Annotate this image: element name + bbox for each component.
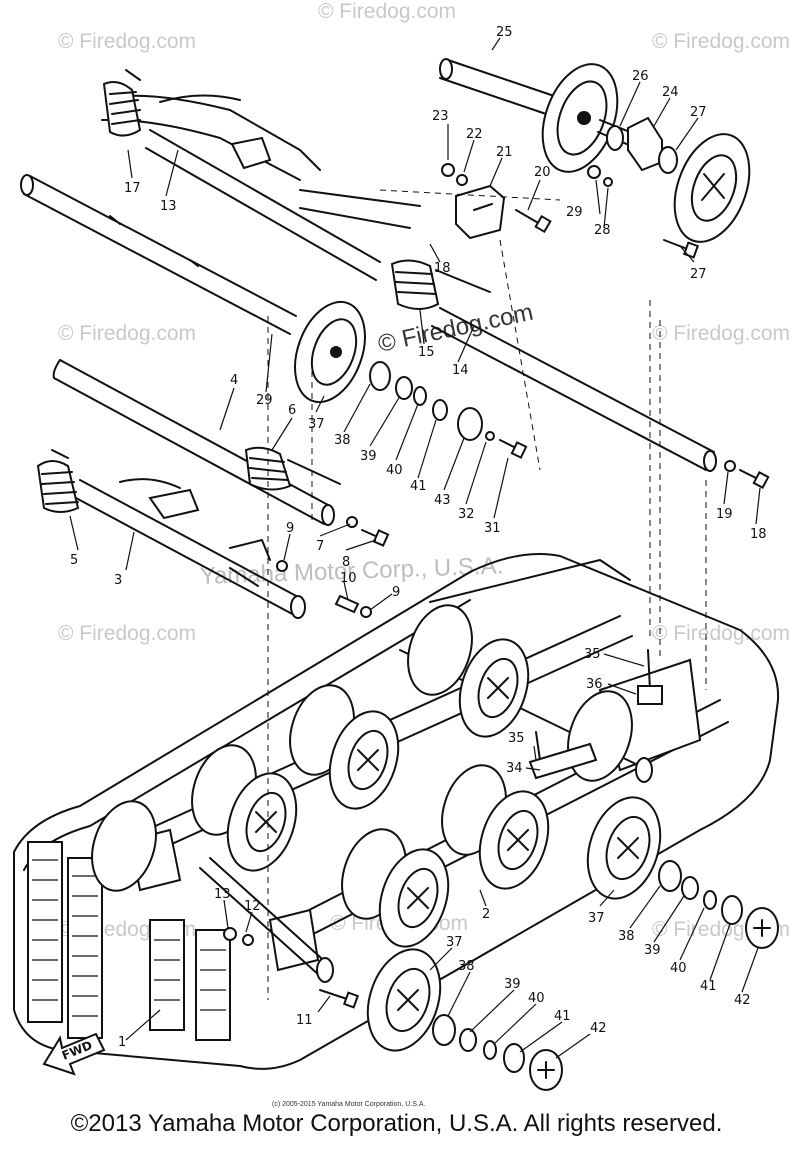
middle-assembly: [36, 359, 390, 619]
callout-label: 27: [690, 105, 707, 120]
callout-label: 5: [70, 553, 78, 568]
callout-label: 26: [632, 69, 649, 84]
watermark-text: © Firedog.com: [652, 622, 790, 645]
callout-label: 37: [446, 935, 463, 950]
callout-label: 18: [434, 261, 451, 276]
callout-label: 1: [118, 1035, 126, 1050]
footer-copyright: ©2013 Yamaha Motor Corporation, U.S.A. A…: [70, 1110, 723, 1137]
callout-label: 14: [452, 363, 469, 378]
callout-label: 24: [662, 85, 679, 100]
callout-label: 7: [316, 539, 324, 554]
callout-label: 39: [360, 449, 377, 464]
idler-wheel: [458, 638, 530, 738]
watermark-text: © Firedog.com: [58, 322, 196, 345]
callout-label: 22: [466, 127, 483, 142]
watermark-text: © Firedog.com: [652, 322, 790, 345]
callout-label: 19: [716, 507, 733, 522]
idler-wheel: [378, 848, 450, 948]
idler-wheel: [328, 710, 400, 810]
callout-label: 29: [256, 393, 273, 408]
callout-label: 41: [700, 979, 717, 994]
callout-label: 37: [308, 417, 325, 432]
callout-label: 10: [340, 571, 357, 586]
callout-label: 38: [458, 959, 475, 974]
callout-label: 27: [690, 267, 707, 282]
callout-label: 39: [504, 977, 521, 992]
callout-label: 40: [670, 961, 687, 976]
callout-label: 21: [496, 145, 513, 160]
watermark-text: © Firedog.com: [318, 0, 456, 23]
track-assembly: [13, 553, 780, 1091]
callout-label: 35: [508, 731, 525, 746]
callout-label: 17: [124, 181, 141, 196]
callout-label: 4: [230, 373, 238, 388]
forward-direction-arrow: FWD: [42, 1032, 106, 1076]
callout-label: 2: [482, 907, 490, 922]
callout-label: 20: [534, 165, 551, 180]
callout-label: 38: [334, 433, 351, 448]
watermark-text: © Firedog.com: [58, 622, 196, 645]
callout-label: 41: [410, 479, 427, 494]
callout-label: 42: [734, 993, 751, 1008]
callout-label: 31: [484, 521, 501, 536]
idler-wheel: [226, 772, 298, 872]
callout-label: 40: [528, 991, 545, 1006]
callout-label: 6: [288, 403, 296, 418]
callout-label: 9: [286, 521, 294, 536]
callout-label: 41: [554, 1009, 571, 1024]
guide-lines: [267, 189, 707, 1000]
callout-label: 15: [418, 345, 435, 360]
callout-label: 29: [566, 205, 583, 220]
idler-wheel: [478, 790, 550, 890]
callout-labels: 25 26 24 27 23 22 21 20 29 28 27 17 13 1…: [70, 25, 767, 1050]
leader-lines: [69, 37, 761, 1059]
callout-label: 38: [618, 929, 635, 944]
callout-label: 42: [590, 1021, 607, 1036]
callout-label: 28: [594, 223, 611, 238]
callout-label: 36: [586, 677, 603, 692]
upper-assembly: [20, 58, 770, 489]
callout-label: 25: [496, 25, 513, 40]
callout-label: 40: [386, 463, 403, 478]
callout-label: 12: [244, 899, 261, 914]
callout-label: 43: [434, 493, 451, 508]
callout-label: 13: [160, 199, 177, 214]
callout-label: 9: [392, 585, 400, 600]
callout-label: 8: [342, 555, 350, 570]
callout-label: 32: [458, 507, 475, 522]
watermark-text: © Firedog.com: [58, 30, 196, 53]
callout-label: 39: [644, 943, 661, 958]
callout-label: 35: [584, 647, 601, 662]
small-copyright: (c) 2005-2015 Yamaha Motor Corporation, …: [272, 1101, 425, 1108]
callout-label: 37: [588, 911, 605, 926]
watermark-text: © Firedog.com: [652, 30, 790, 53]
callout-label: 11: [296, 1013, 313, 1028]
callout-label: 3: [114, 573, 122, 588]
idler-wheel: [366, 948, 442, 1052]
track-tread: [27, 841, 231, 1041]
callout-label: 34: [506, 761, 523, 776]
callout-label: 23: [432, 109, 449, 124]
callout-label: 13: [214, 887, 231, 902]
callout-label: 18: [750, 527, 767, 542]
